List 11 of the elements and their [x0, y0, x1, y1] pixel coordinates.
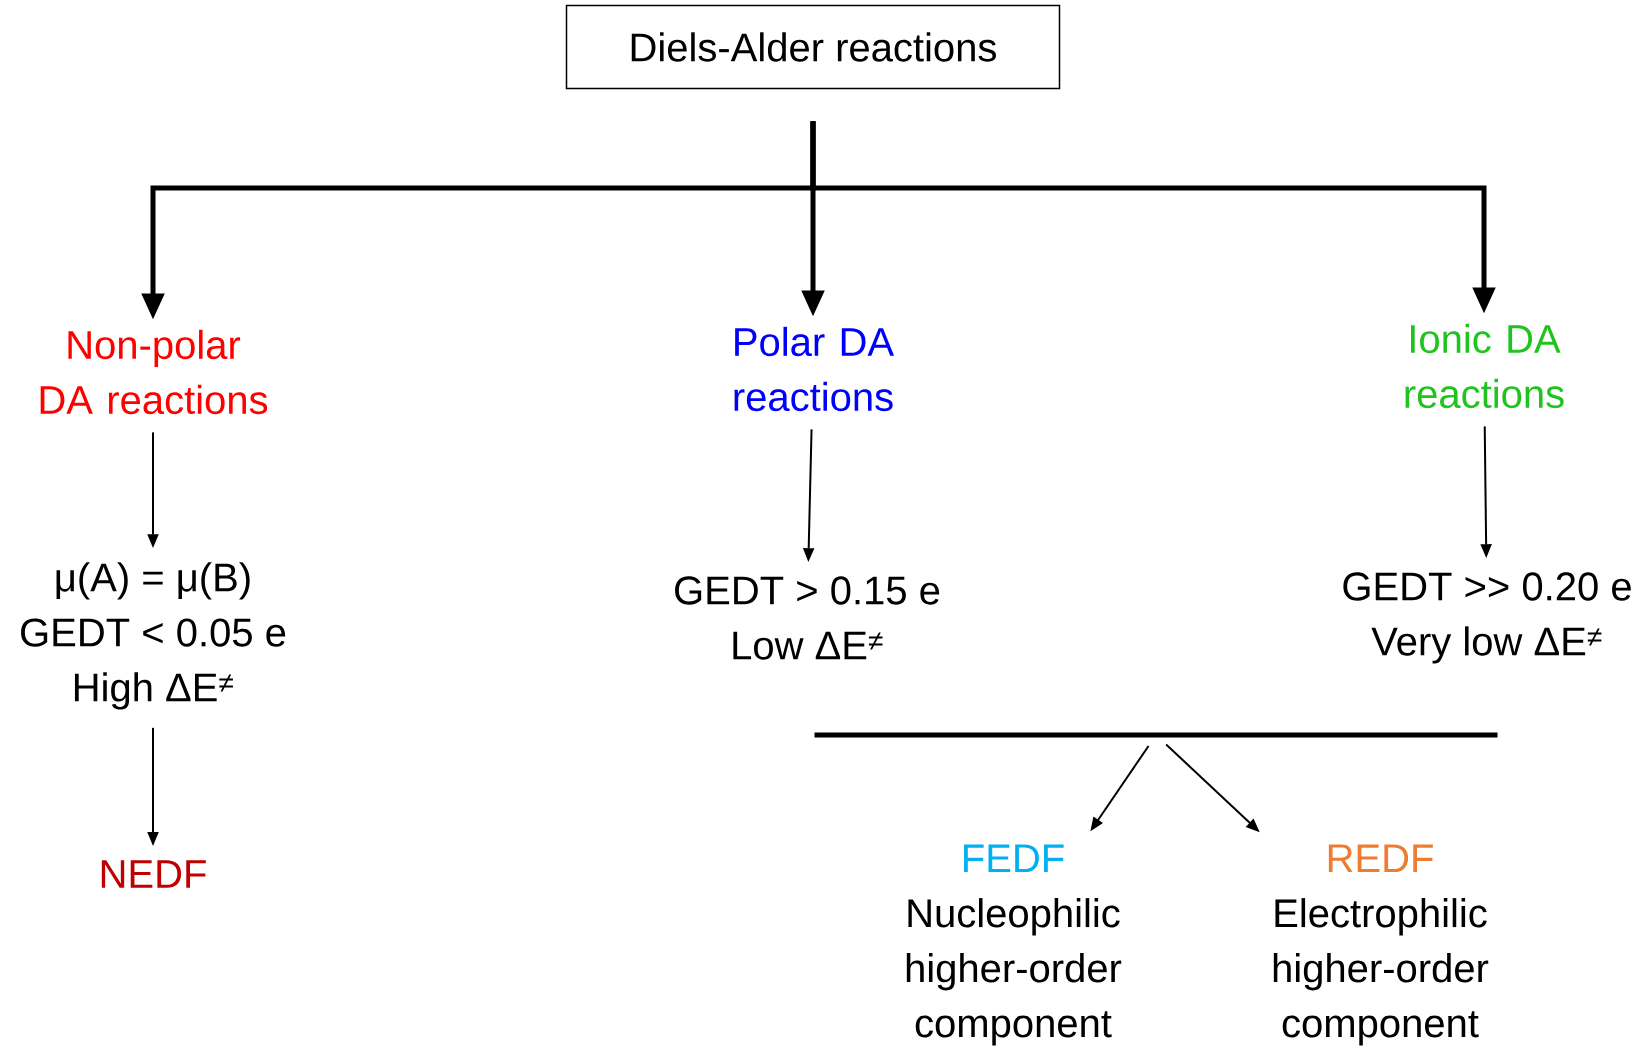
category-label: Ionic DA reactions: [1405, 323, 1564, 409]
title-box: Diels-Alder reactions: [565, 4, 1061, 90]
criteria-text: GEDT > 0.15 e Low ΔE$^{≠}$: [675, 576, 940, 660]
criteria-text: GEDT >> 0.20 e Very low ΔE$^{≠}$: [1343, 572, 1631, 664]
category-label: FEDF Nucleophilic higher-order component: [906, 844, 1122, 1046]
category-label: REDF Electrophilic higher-order component: [1273, 844, 1489, 1046]
category-label: Non-polar DA reactions: [40, 329, 268, 415]
horizontal-bar: [814, 732, 1498, 738]
category-label: NEDF: [101, 860, 206, 888]
category-label: Polar DA reactions: [734, 326, 895, 412]
criteria-text: μ(A) = μ(B) GEDT < 0.05 e High ΔE$^{≠}$: [21, 562, 286, 710]
